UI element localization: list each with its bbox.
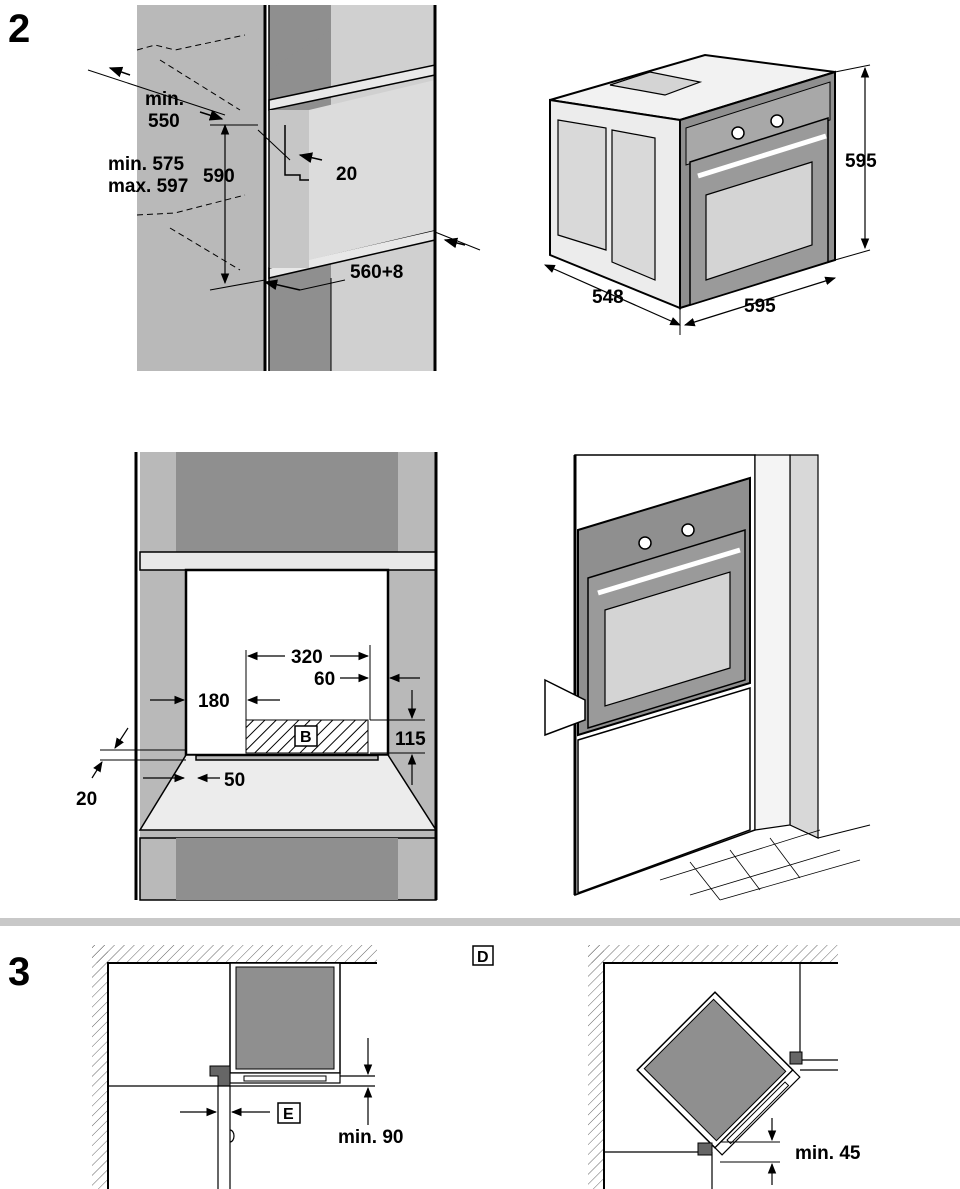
min-90-label: min. 90 (338, 1127, 403, 1148)
cutout-figure (91, 452, 438, 901)
cutout-dim-115: 115 (395, 729, 426, 750)
cutout-dim-20: 20 (76, 789, 97, 810)
cutout-dim-60: 60 (314, 669, 335, 690)
oven-width: 595 (744, 296, 776, 317)
cutout-dim-50: 50 (224, 770, 245, 791)
niche-vent-20: 20 (336, 164, 357, 185)
installed-oven-figure (544, 454, 871, 901)
oven-3d-figure (544, 53, 871, 335)
niche-min-label: min. (145, 89, 184, 110)
niche-height-590: 590 (203, 166, 235, 187)
niche-width: 560+8 (350, 262, 403, 283)
step-3-number: 3 (8, 950, 30, 994)
corner-plan-right (588, 945, 838, 1189)
niche-left-panel (137, 5, 265, 371)
marker-d: D (477, 949, 489, 966)
marker-e: E (283, 1106, 294, 1123)
niche-figure (87, 5, 481, 371)
niche-height-min: min. 575 (108, 154, 184, 175)
cutout-dim-320: 320 (291, 647, 323, 668)
corner-plan-left (92, 945, 494, 1189)
oven-height: 595 (845, 151, 877, 172)
section-divider (0, 918, 960, 926)
cutout-dim-180: 180 (198, 691, 230, 712)
niche-height-max: max. 597 (108, 176, 188, 197)
cutout-area-b: B (300, 729, 312, 746)
niche-min-depth: 550 (148, 111, 180, 132)
step-2-number: 2 (8, 7, 30, 51)
min-45-label: min. 45 (795, 1143, 861, 1164)
oven-depth: 548 (592, 287, 624, 308)
